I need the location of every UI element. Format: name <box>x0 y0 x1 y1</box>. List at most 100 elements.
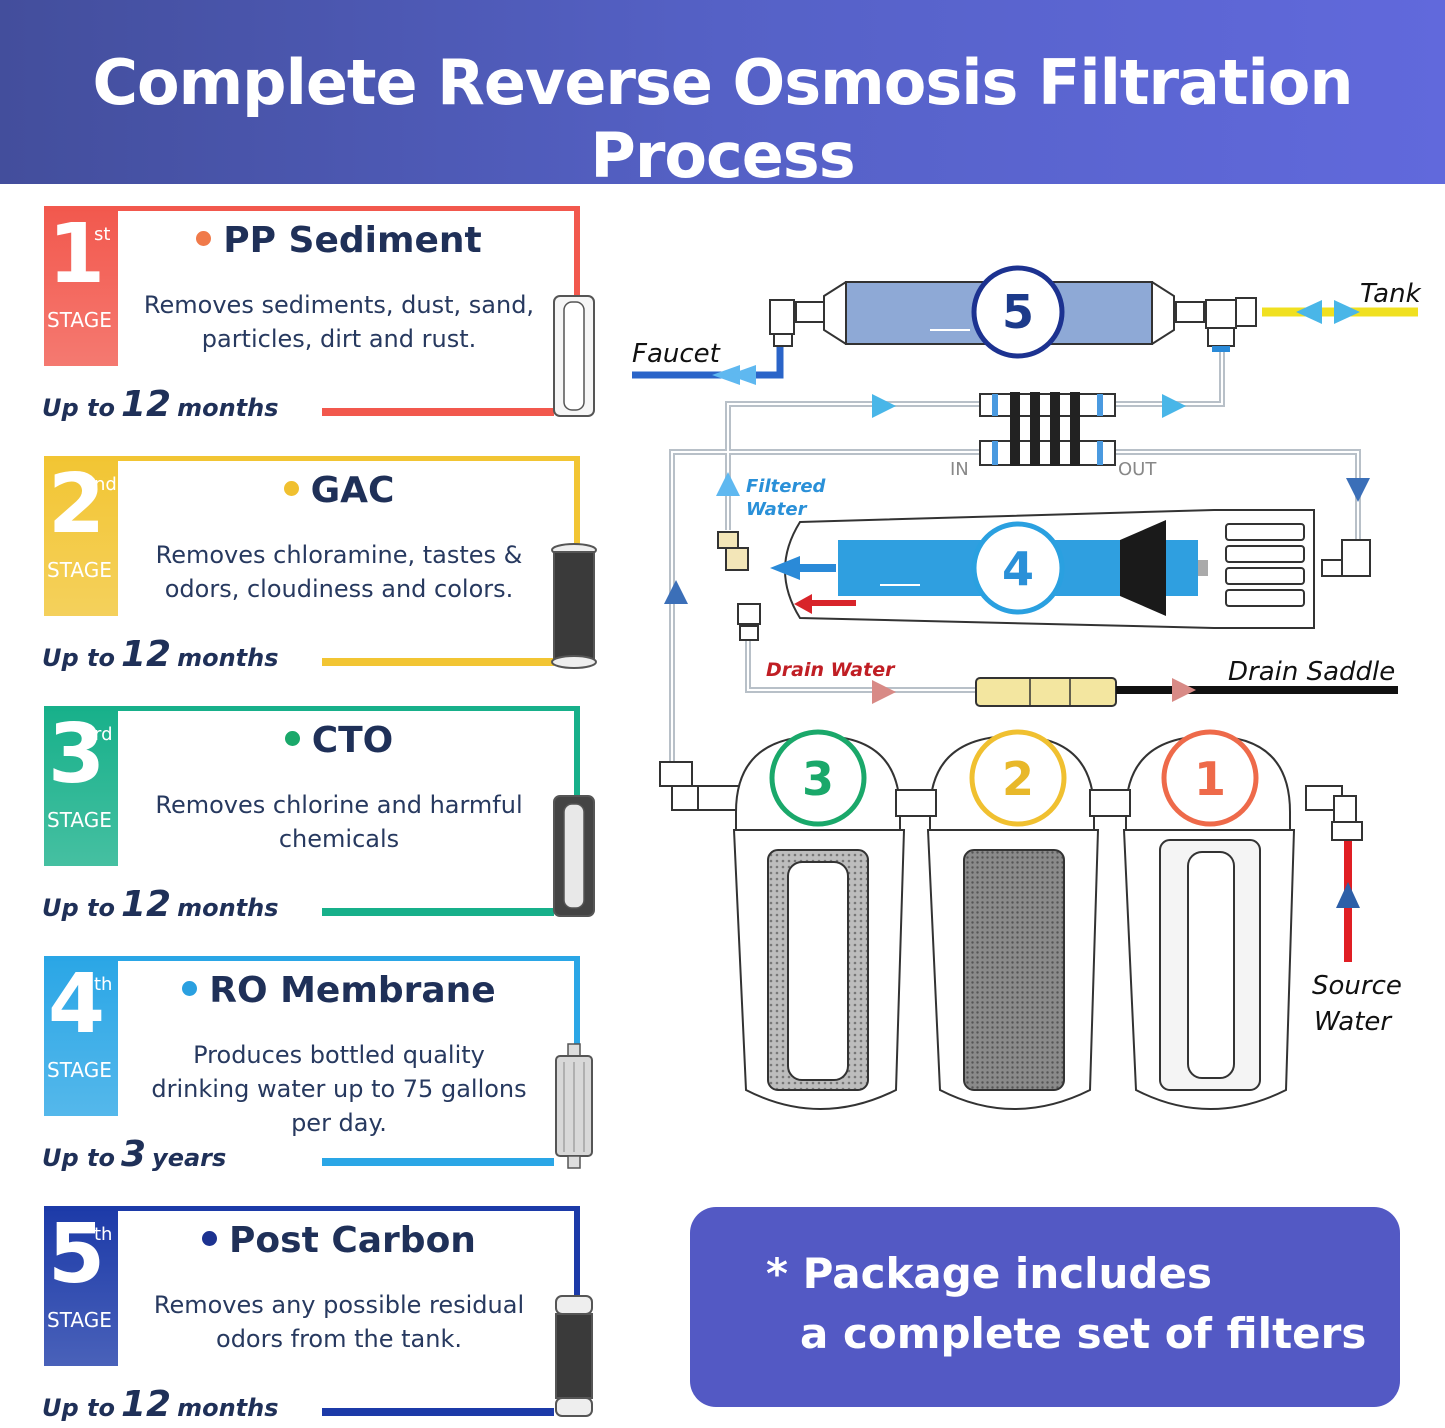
source-water-label-1: Source <box>1312 971 1402 1001</box>
stage-title: CTO <box>144 720 534 761</box>
stage-1-circle <box>1161 729 1259 827</box>
stage-description-line: Removes sediments, dust, sand, <box>143 291 535 319</box>
lifespan-value: 12 <box>120 884 172 925</box>
drain-line <box>872 677 1398 707</box>
gac-cartridge-icon <box>551 543 597 669</box>
lifespan-prefix: Up to <box>42 1144 115 1172</box>
stage-description-line: odors, cloudiness and colors. <box>164 575 514 603</box>
stage-description-line: Produces bottled quality <box>193 1041 485 1069</box>
lifespan-value: 12 <box>120 1384 172 1425</box>
stage-frame-right <box>574 706 580 796</box>
lifespan-prefix: Up to <box>42 1394 115 1422</box>
lifespan-value: 3 <box>120 1134 147 1175</box>
stage-frame-right <box>574 206 580 296</box>
bullet-dot-icon <box>202 1230 218 1246</box>
bullet-dot-icon <box>283 480 299 496</box>
stage-description: Removes sediments, dust, sand, particles,… <box>139 288 539 356</box>
stage-frame-bottom <box>322 408 554 416</box>
stage-title: GAC <box>144 470 534 511</box>
lifespan-unit: years <box>152 1144 227 1172</box>
filter-housings <box>659 729 1363 1110</box>
source-water-label-2: Water <box>1314 1007 1393 1037</box>
package-line-1: * Package includes <box>766 1249 1212 1298</box>
faucet-line <box>632 340 784 379</box>
bullet-dot-icon <box>284 730 300 746</box>
stage-ordinal-suffix: nd <box>94 474 117 495</box>
stage-frame-top <box>44 1206 580 1211</box>
stage-description: Removes chloramine, tastes & odors, cloud… <box>139 538 539 606</box>
package-note: * Package includes a complete set of fil… <box>690 1207 1400 1407</box>
stage-word: STAGE <box>47 1058 112 1082</box>
stage-ordinal-suffix: st <box>94 224 111 245</box>
stage-ordinal-suffix: rd <box>94 724 113 745</box>
stage-description-line: Removes chlorine and harmful <box>155 791 523 819</box>
stage-4-circle <box>971 521 1065 615</box>
stage-number: 3 <box>48 707 106 802</box>
stage-description: Removes any possible residual odors from … <box>139 1288 539 1356</box>
stage-title-text: RO Membrane <box>209 970 496 1011</box>
stage-description-line: chemicals <box>278 825 400 853</box>
in-label: IN <box>950 459 969 480</box>
filtered-water-label-2: Water <box>746 499 808 520</box>
lifespan-prefix: Up to <box>42 394 115 422</box>
stage-frame-right <box>574 956 580 1046</box>
ro-system-diagram: 5 4 3 2 1 Tank Faucet Filtered Water IN … <box>632 265 1422 1110</box>
stage-title: RO Membrane <box>144 970 534 1011</box>
stage-3-number: 3 <box>802 752 834 806</box>
post-carbon-housing <box>769 265 1257 359</box>
stage-frame-top <box>44 456 580 461</box>
stage-description-line: Removes chloramine, tastes & <box>155 541 523 569</box>
lifespan-unit: months <box>177 894 279 922</box>
lifespan-value: 12 <box>120 384 172 425</box>
stage-ordinal-suffix: th <box>94 974 113 995</box>
stage-frame-right <box>574 1206 580 1296</box>
out-label: OUT <box>1118 459 1157 480</box>
stage-description-line: odors from the tank. <box>216 1325 462 1353</box>
stage-title: Post Carbon <box>144 1220 534 1261</box>
package-line-2: a complete set of filters <box>800 1309 1367 1358</box>
stage-title-text: Post Carbon <box>229 1220 476 1261</box>
ro-membrane-housing <box>717 509 1371 641</box>
cto-cartridge-icon <box>553 795 595 917</box>
lifespan-unit: months <box>177 644 279 672</box>
page-title: Complete Reverse Osmosis Filtration Proc… <box>92 46 1353 192</box>
bullet-dot-icon <box>196 230 212 246</box>
tank-label: Tank <box>1360 279 1422 309</box>
stage-frame-bottom <box>322 1158 554 1166</box>
pp-cartridge-icon <box>553 295 595 417</box>
drain-saddle-label: Drain Saddle <box>1228 657 1395 687</box>
stage-description-line: per day. <box>291 1109 387 1137</box>
lifespan-prefix: Up to <box>42 644 115 672</box>
stage-description-line: particles, dirt and rust. <box>201 325 477 353</box>
lifespan-unit: months <box>177 394 279 422</box>
stage-title-text: CTO <box>311 720 394 761</box>
faucet-label: Faucet <box>632 339 721 369</box>
filtered-water-label-1: Filtered <box>746 476 827 497</box>
ro-cartridge-icon <box>555 1043 593 1169</box>
stage-frame-top <box>44 706 580 711</box>
stage-frame-top <box>44 206 580 211</box>
stage-1-number: 1 <box>1194 752 1226 806</box>
stage-title-text: PP Sediment <box>223 220 482 261</box>
lifespan-prefix: Up to <box>42 894 115 922</box>
stage-description-line: Removes any possible residual <box>153 1291 525 1319</box>
bullet-dot-icon <box>182 980 198 996</box>
stage-number: 1 <box>48 207 106 302</box>
stage-2-circle <box>969 729 1067 827</box>
stage-word: STAGE <box>47 1308 112 1332</box>
stage-frame-bottom <box>322 1408 554 1416</box>
stage-5-number: 5 <box>1002 285 1034 339</box>
